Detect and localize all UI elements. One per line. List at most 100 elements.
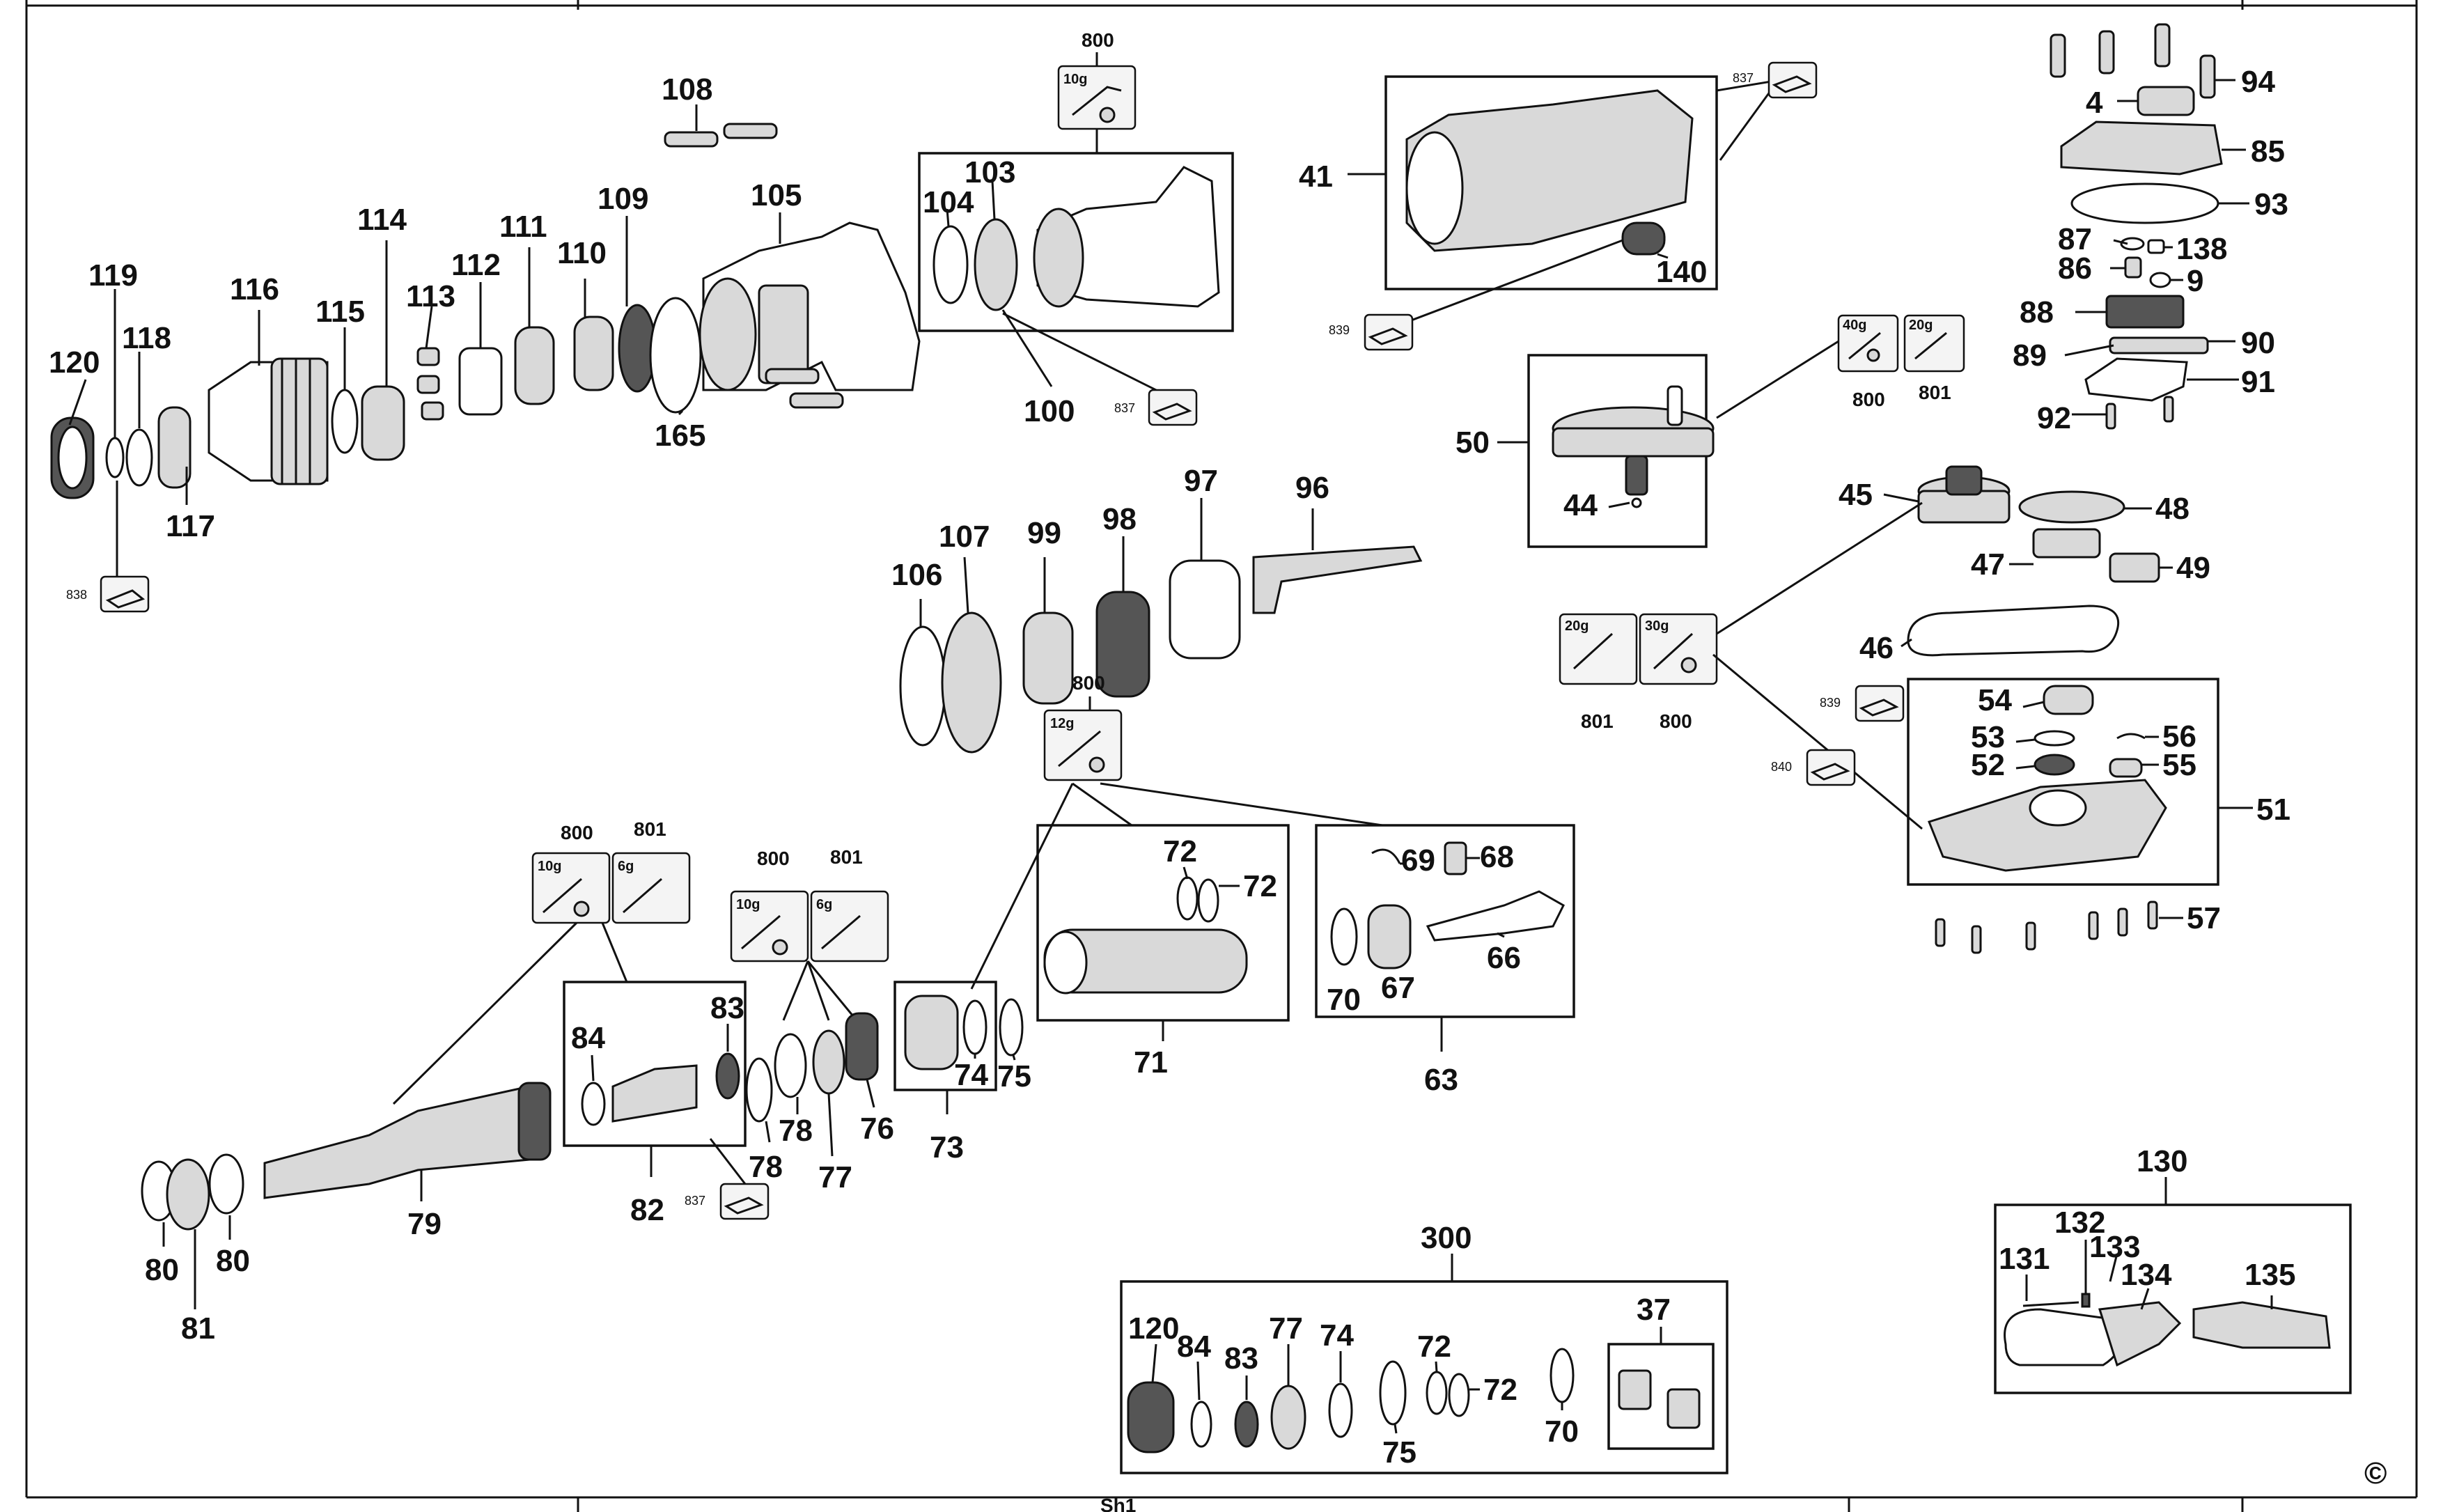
- label-81: 81: [181, 1311, 215, 1346]
- label-107: 107: [939, 520, 990, 554]
- impact-parts: 800 801 10g 6g 78 78 77 76: [730, 846, 894, 1194]
- label-106: 106: [891, 558, 942, 592]
- label-84-b: 84: [1177, 1330, 1211, 1364]
- label-801-c: 801: [634, 818, 666, 840]
- grease-icon-6g-b: [810, 890, 889, 962]
- label-114: 114: [357, 203, 407, 237]
- label-88: 88: [2020, 295, 2054, 329]
- part-69-clip: [1371, 848, 1401, 864]
- part-108-screws: [664, 123, 844, 409]
- label-86: 86: [2058, 251, 2092, 286]
- box-63: [1315, 824, 1575, 1018]
- kit-part-77: [1270, 1385, 1306, 1450]
- kit-part-84: [1190, 1401, 1212, 1448]
- label-4: 4: [2086, 86, 2103, 120]
- label-67: 67: [1381, 971, 1415, 1005]
- box-73: [893, 981, 997, 1091]
- label-53: 53: [1971, 720, 2005, 754]
- label-41: 41: [1299, 159, 1333, 194]
- part-112-retainer: [458, 347, 503, 416]
- label-91: 91: [2241, 365, 2275, 399]
- grease-30g: 30g: [1645, 618, 1669, 634]
- label-80-b: 80: [216, 1244, 250, 1278]
- part-81-bush: [166, 1158, 210, 1231]
- label-110: 110: [557, 236, 607, 270]
- part-51-gear-cover: [1928, 779, 2167, 872]
- label-113: 113: [406, 279, 455, 313]
- group-82: 84 83 82 837: [563, 981, 770, 1227]
- part-116-sleeve: [208, 357, 329, 485]
- part-110-spring: [573, 315, 614, 391]
- grease-icon-20g-b: [1559, 613, 1638, 685]
- group-50: 50 44: [1455, 354, 1715, 548]
- kit-part-72-b: [1448, 1373, 1470, 1417]
- part-55-ring: [2109, 758, 2143, 778]
- ref-837-b: 837: [1114, 401, 1135, 415]
- label-133: 133: [2089, 1230, 2140, 1264]
- part-52-seal: [2034, 754, 2075, 776]
- housing-opening: [1033, 208, 1084, 308]
- part-76-bearing: [845, 1012, 879, 1081]
- part-48-ring-gear: [2018, 490, 2125, 524]
- label-78-a: 78: [749, 1150, 783, 1184]
- label-84: 84: [571, 1021, 605, 1055]
- part-46-gasket: [1907, 605, 2119, 657]
- part-119-ring: [105, 437, 125, 478]
- grease-group-20g-30g: 20g 30g 801 800: [1559, 613, 1923, 830]
- label-87: 87: [2058, 222, 2092, 256]
- label-56: 56: [2162, 719, 2196, 754]
- part-91-plate: [2084, 357, 2188, 402]
- grease-12g: 12g: [1050, 716, 1074, 731]
- ref-840: 840: [1771, 760, 1792, 774]
- part-93-seal: [2070, 182, 2219, 224]
- kit-part-72-a: [1426, 1371, 1448, 1415]
- label-80-a: 80: [145, 1253, 179, 1287]
- grease-40g: 40g: [1843, 318, 1866, 333]
- box-100: [918, 152, 1234, 332]
- label-77: 77: [818, 1160, 852, 1194]
- part-104-circlip: [932, 225, 969, 304]
- ref-839-a: 839: [1329, 323, 1350, 337]
- label-130: 130: [2137, 1144, 2187, 1178]
- part-114-sleeve: [361, 385, 405, 461]
- part-135-handle: [2192, 1301, 2331, 1349]
- grease-6g-b: 6g: [816, 897, 832, 912]
- grease-10g-b: 10g: [538, 859, 561, 874]
- label-90: 90: [2241, 326, 2275, 360]
- label-120-b: 120: [1128, 1311, 1179, 1346]
- part-80-ring-b: [208, 1153, 244, 1215]
- part-85-cover: [2060, 120, 2223, 176]
- part-49-ring: [2109, 552, 2160, 583]
- label-72-c: 72: [1417, 1330, 1451, 1364]
- label-52: 52: [1971, 748, 2005, 782]
- label-94: 94: [2241, 65, 2275, 99]
- label-112: 112: [451, 248, 501, 282]
- part-113-balls: [416, 347, 444, 421]
- label-92: 92: [2037, 401, 2071, 435]
- ref-839-b: 839: [1820, 696, 1841, 710]
- label-37: 37: [1637, 1293, 1671, 1327]
- label-83: 83: [710, 991, 744, 1025]
- grease-6g-a: 6g: [618, 859, 634, 874]
- label-116: 116: [230, 272, 279, 306]
- group-73: 74 75 73: [893, 981, 1031, 1164]
- part-73-ram: [904, 995, 959, 1070]
- part-84-ring: [581, 1082, 606, 1126]
- label-78-b: 78: [779, 1114, 813, 1148]
- label-82: 82: [630, 1193, 664, 1227]
- label-100: 100: [1024, 394, 1075, 428]
- label-118: 118: [122, 321, 171, 355]
- label-74-b: 74: [1320, 1318, 1354, 1353]
- label-68: 68: [1480, 840, 1514, 874]
- part-4-cap: [2137, 86, 2195, 116]
- part-99-spring: [1022, 611, 1074, 705]
- part-89-spring: [2109, 336, 2209, 354]
- part-74-ring: [962, 999, 988, 1055]
- part-57-screws: [1935, 901, 2158, 954]
- part-44-ball: [1631, 497, 1642, 508]
- page-frame: Sh1 ©: [25, 0, 2418, 1512]
- grease-icon-837-b: [1148, 389, 1198, 426]
- group-130: 130 131 132 133 134 135: [1994, 1144, 2352, 1394]
- ref-838: 838: [66, 588, 87, 602]
- ref-837-a: 837: [685, 1194, 705, 1208]
